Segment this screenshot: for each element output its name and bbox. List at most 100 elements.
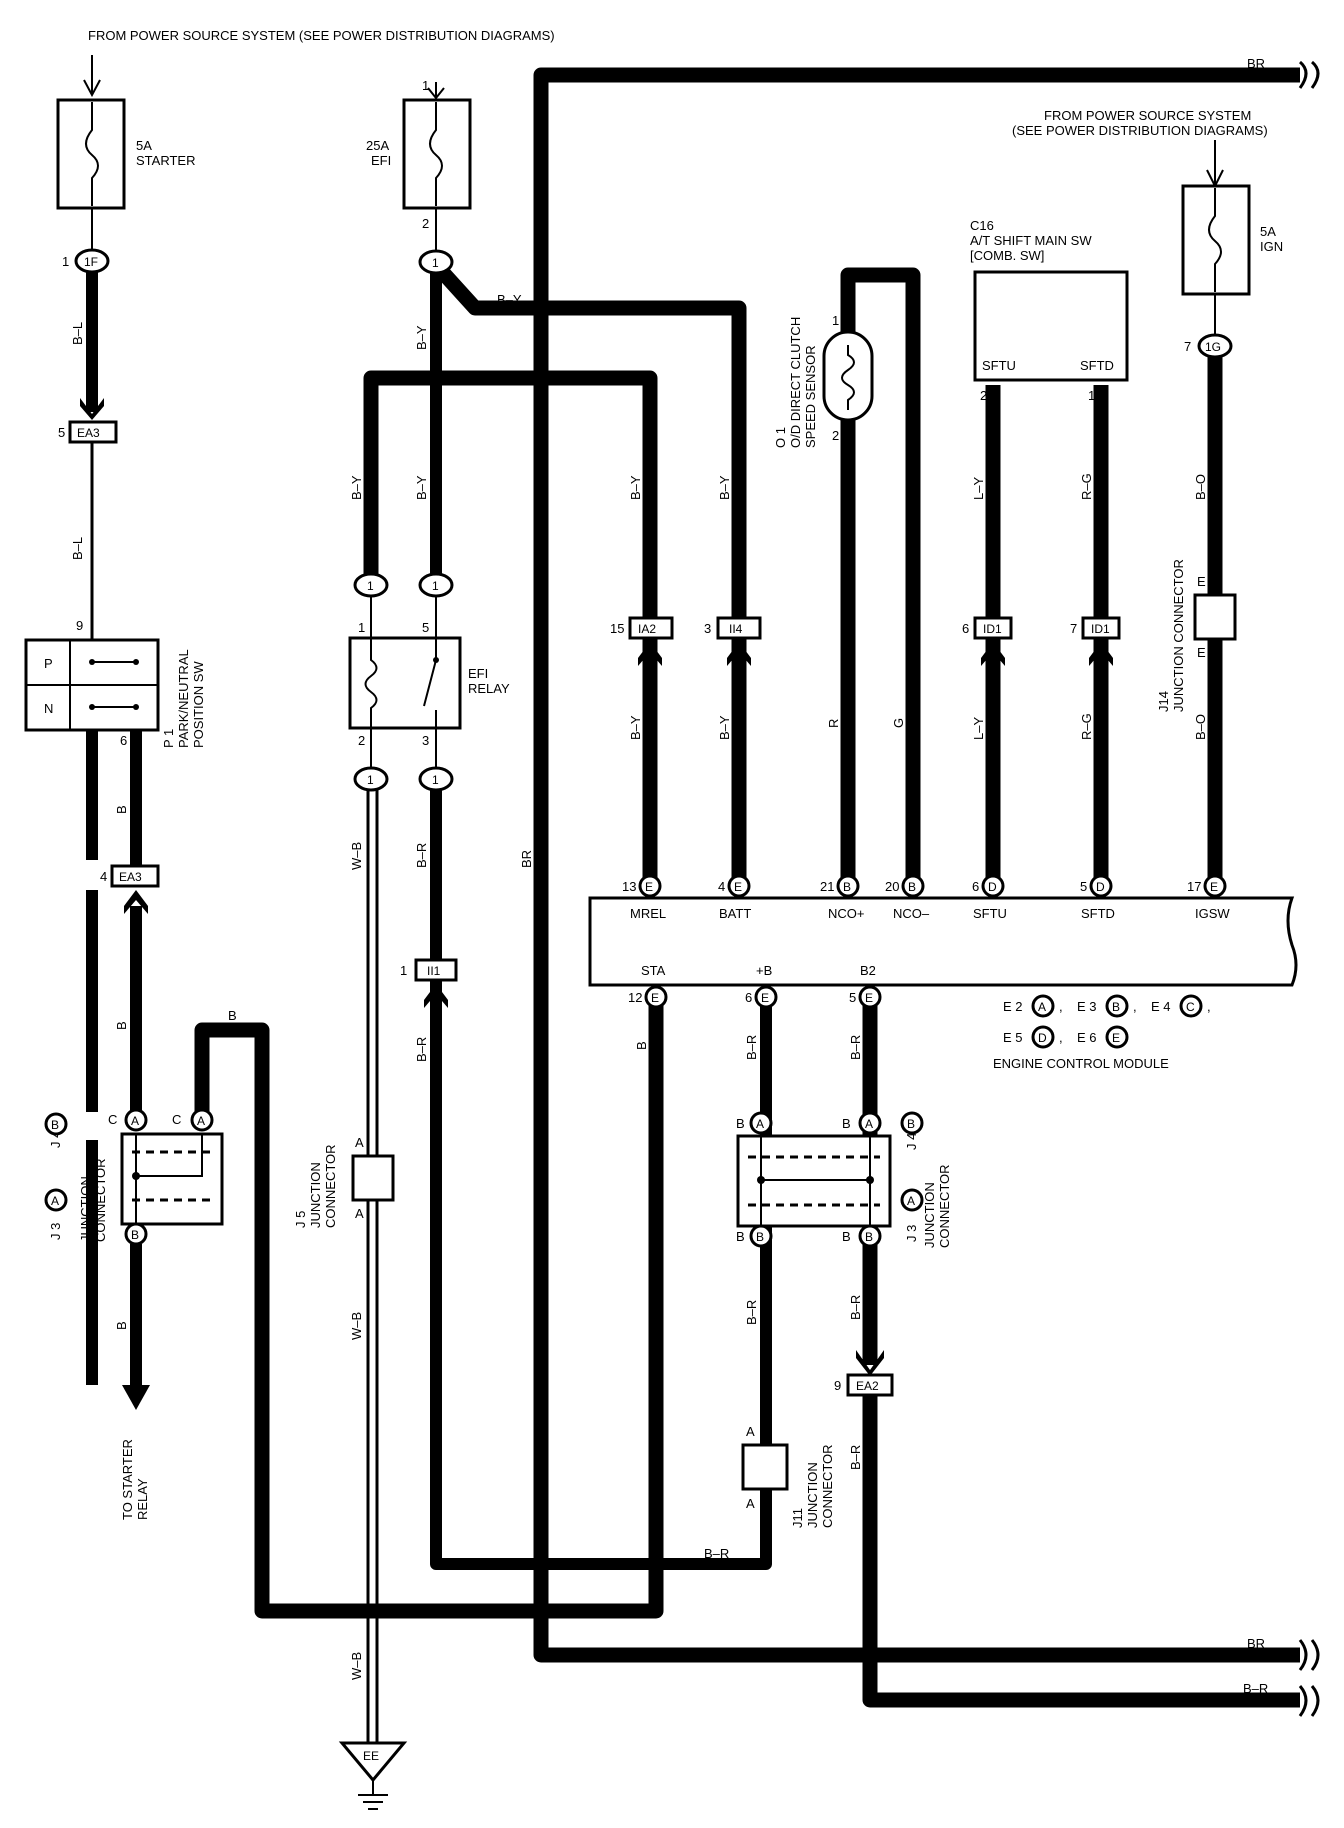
wire-wb-ground xyxy=(366,790,379,1742)
pn-ref: P 1 xyxy=(161,729,176,748)
j34l-b: B xyxy=(131,1228,139,1242)
connector-ii1-pin: 1 xyxy=(400,963,407,978)
legend-d: D xyxy=(1038,1031,1047,1045)
j34l-ref-j3: J 3 xyxy=(48,1223,63,1240)
connector-ii4: 3 II4 xyxy=(704,616,762,640)
connector-ea3-bottom: 4 EA3 xyxy=(100,864,160,888)
wire-label-wb-2: W–B xyxy=(349,1312,364,1340)
wire-label-by-6: B–Y xyxy=(628,715,643,740)
terminal-label: MREL xyxy=(630,906,666,921)
j34r-b4: B xyxy=(756,1230,764,1244)
wire-label-ly-2: L–Y xyxy=(971,717,986,740)
connector-ea3-bottom-pin: 4 xyxy=(100,869,107,884)
wire-label-BR-top: BR xyxy=(1247,56,1265,71)
connector-id1b-code: ID1 xyxy=(1091,622,1110,636)
arrowhead-id1b xyxy=(1089,642,1113,666)
ground-ee: EE xyxy=(338,1741,408,1810)
connector-ii4-pin: 3 xyxy=(704,621,711,636)
shift-pin1: 1 xyxy=(1088,388,1095,403)
connector-relay-out-3: 1 xyxy=(418,766,454,792)
wire-label-wb-1: W–B xyxy=(349,842,364,870)
fuse-starter-name: STARTER xyxy=(136,153,195,168)
terminal-circle xyxy=(644,985,668,1009)
j34r-a1: A xyxy=(756,1117,764,1131)
legend-e5: E 5 xyxy=(1003,1030,1023,1045)
legend-comma2: , xyxy=(1133,999,1137,1014)
wire-label-g: G xyxy=(891,718,906,728)
arrowhead-id1a xyxy=(981,642,1005,666)
wire-by-relay xyxy=(363,370,658,890)
j5-name1: JUNCTION xyxy=(308,1162,323,1228)
terminal-connector: E xyxy=(734,880,742,894)
connector-1g: 7 1G xyxy=(1184,333,1233,359)
j34r-b6: B xyxy=(865,1230,873,1244)
connector-ea3-top-pin: 5 xyxy=(58,425,65,440)
terminal-label: STA xyxy=(641,963,666,978)
wire-label-rg-2: R–G xyxy=(1079,713,1094,740)
terminal-pin: 21 xyxy=(820,879,834,894)
j34r-j4-b: B xyxy=(907,1117,915,1131)
connector-ii1: 1 II1 xyxy=(400,958,458,982)
j5-pin-top: A xyxy=(355,1135,364,1150)
connector-ia2: 15 IA2 xyxy=(610,616,674,640)
break-symbol-br-bottom2 xyxy=(1298,1685,1320,1717)
pn-name1: PARK/NEUTRAL xyxy=(176,649,191,748)
wire-label-by-4: B–Y xyxy=(628,475,643,500)
fuse-ign: 5A IGN xyxy=(1181,184,1283,296)
j5-ref: J 5 xyxy=(293,1211,308,1228)
efi-relay: 1 5 EFI RELAY 2 3 xyxy=(348,620,510,748)
terminal-circle xyxy=(754,985,778,1009)
j34l-a1: A xyxy=(131,1114,139,1128)
arrow-source-efi xyxy=(427,82,445,100)
relay-in-5-code: 1 xyxy=(432,579,439,593)
wire-label-br-1: B–R xyxy=(414,843,429,868)
j11-pin-top: A xyxy=(746,1424,755,1439)
terminal-circle xyxy=(727,874,751,898)
j34r-b2: B xyxy=(842,1116,851,1131)
wire-label-BR-bottom2: B–R xyxy=(1243,1681,1268,1696)
j5-name2: CONNECTOR xyxy=(323,1144,338,1228)
j11-name2: CONNECTOR xyxy=(820,1444,835,1528)
relay-out-2-code: 1 xyxy=(367,773,374,787)
relay-out-3-code: 1 xyxy=(432,773,439,787)
wire-br-main xyxy=(533,67,1300,1663)
j11-pin-bottom: A xyxy=(746,1496,755,1511)
shift-pin2: 2 xyxy=(980,388,987,403)
wire-label-br-6: B–R xyxy=(848,1295,863,1320)
wire-label-r: R xyxy=(826,719,841,728)
terminal-connector: E xyxy=(645,880,653,894)
terminal-circle xyxy=(1203,874,1227,898)
source-label-right-2: (SEE POWER DISTRIBUTION DIAGRAMS) xyxy=(1012,123,1268,138)
terminal-circle xyxy=(1089,874,1113,898)
source-label-top: FROM POWER SOURCE SYSTEM (SEE POWER DIST… xyxy=(88,28,555,43)
fuse-ign-name: IGN xyxy=(1260,239,1283,254)
terminal-circle xyxy=(981,874,1005,898)
terminal-label: SFTU xyxy=(973,906,1007,921)
legend-comma3: , xyxy=(1207,999,1211,1014)
connector-efi-out: 1 xyxy=(418,249,454,275)
wire-b2 xyxy=(862,1000,1300,1708)
wire-label-by-7: B–Y xyxy=(717,715,732,740)
connector-ia2-pin: 15 xyxy=(610,621,624,636)
junction-j14: E E J14 JUNCTION CONNECTOR xyxy=(1156,559,1237,712)
wire-label-b-sta: B xyxy=(634,1041,649,1050)
terminal-label: B2 xyxy=(860,963,876,978)
legend-a: A xyxy=(1038,1000,1046,1014)
connector-1g-pin: 7 xyxy=(1184,339,1191,354)
legend-comma4: , xyxy=(1059,1030,1063,1045)
connector-ea2: 9 EA2 xyxy=(834,1373,894,1397)
pn-p-label: P xyxy=(44,656,53,671)
shift-name1: A/T SHIFT MAIN SW xyxy=(970,233,1092,248)
wire-label-bl-1: B–L xyxy=(70,322,85,345)
j34r-b3: B xyxy=(736,1229,745,1244)
break-symbol-top xyxy=(1298,60,1320,89)
fuse-efi-in-pin: 1 xyxy=(422,78,429,93)
fuse-starter: 5A STARTER xyxy=(56,98,195,210)
wire-label-b-1: B xyxy=(114,805,129,814)
j34l-a2: A xyxy=(197,1114,205,1128)
